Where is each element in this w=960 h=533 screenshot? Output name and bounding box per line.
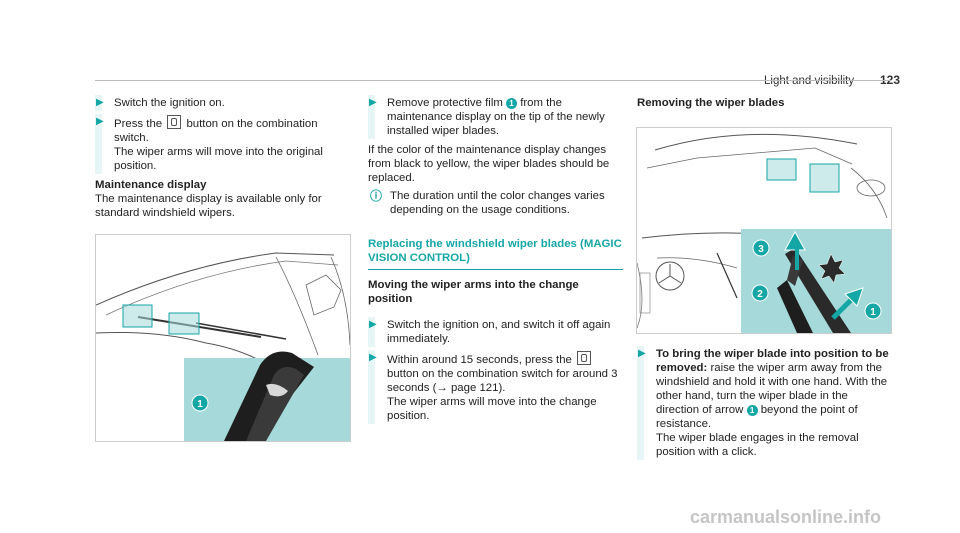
step-text: Switch the ignition on, and switch it of… [387,319,611,345]
color-change-text: If the color of the maintenance display … [368,144,610,184]
section-title: Light and visibility [764,75,855,87]
maintenance-text: The maintenance display is available onl… [95,193,322,219]
car-front-illustration: 3 2 1 [636,133,891,333]
callout-3-icon [752,239,770,257]
step-result: The wiper arms will move into the origin… [114,146,323,172]
callout-2-icon [751,284,769,302]
callout-1-icon [191,394,209,412]
step-press-button: ▶ Press the button on the combination sw… [95,114,350,174]
step-ignition-on: ▶ Switch the ignition on. [95,95,350,111]
section-rule [368,269,623,270]
maintenance-heading: Maintenance display [95,179,207,191]
figure-windshield-maintenance-display: 1 [95,234,351,442]
callout-3: 3 [758,244,764,255]
info-icon: ⓘ [370,189,383,203]
section-heading: Replacing the windshield wiper blades (M… [368,238,622,264]
step-text: Switch the ignition on. [114,97,225,109]
wiper-blade-detail [224,351,314,441]
sub-heading: Moving the wiper arms into the change po… [368,279,579,305]
column-3-steps: ▶ To bring the wiper blade into position… [637,346,892,464]
click-burst-icon [818,253,846,284]
step-remove-film: ▶ Remove protective film 1 from the main… [368,95,623,139]
step-bring-blade-removal-position: ▶ To bring the wiper blade into position… [637,346,892,460]
step-ignition-cycle: ▶ Switch the ignition on, and switch it … [368,317,623,347]
step-press-button-hold: ▶ Within around 15 seconds, press the bu… [368,350,623,424]
callout-2: 2 [757,289,763,300]
step-result: The wiper blade engages in the removal p… [656,432,859,458]
header-rule [95,80,891,81]
note-text: The duration until the color changes var… [390,190,605,216]
watermark: carmanualsonline.info [690,507,882,527]
step-arrow-icon: ▶ [369,97,377,108]
step-arrow-icon: ▶ [96,116,104,127]
callout-1-icon: 1 [506,98,518,109]
step-arrow-icon: ▶ [638,348,646,359]
step-text: Within around 15 seconds, press the butt… [387,351,623,395]
step-arrow-icon: ▶ [369,319,377,330]
windshield-illustration: 1 [95,252,351,441]
step-text: Remove protective film 1 from the mainte… [387,97,605,137]
callout-1: 1 [197,399,203,410]
step-arrow-icon: ▶ [96,97,104,108]
step-arrow-icon: ▶ [369,352,377,363]
wiper-button-icon [167,115,182,129]
column-1: ▶ Switch the ignition on. ▶ Press the bu… [95,95,350,220]
wiper-button-icon [577,351,592,365]
info-note: ⓘ The duration until the color changes v… [368,189,623,217]
callout-1-icon: 1 [746,405,758,416]
column-3: Removing the wiper blades [637,96,892,110]
page-header: Light and visibility 123 [0,0,960,87]
callout-1: 1 [870,307,876,318]
step-text: To bring the wiper blade into position t… [656,348,889,430]
callout-1-icon [864,302,882,320]
figure-removing-wiper-blades: 3 2 1 [636,127,892,334]
removing-heading: Removing the wiper blades [637,97,785,109]
step-text: Press the button on the combination swit… [114,115,350,145]
column-2: ▶ Remove protective film 1 from the main… [368,95,623,428]
step-result: The wiper arms will move into the change… [387,396,597,422]
